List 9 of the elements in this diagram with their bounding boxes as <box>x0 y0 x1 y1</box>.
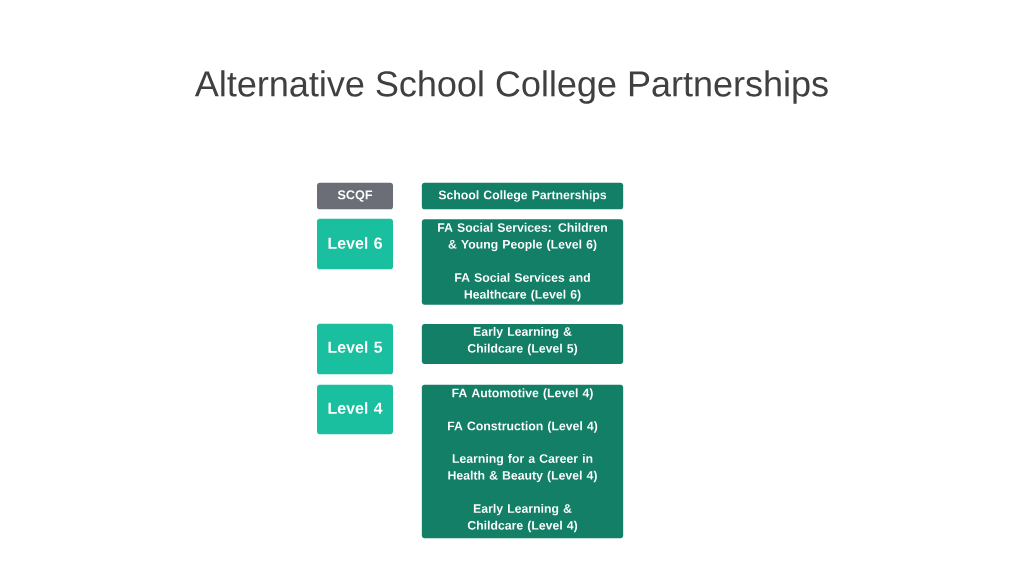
header-box: School College Partnerships <box>421 182 624 210</box>
course-box: Early Learning & Childcare (Level 5) <box>421 324 624 364</box>
course-box: FA Social Services: Children & Young People (Level 6) FA Social Services and Healthcare (Level 6) <box>421 219 624 305</box>
level-box: Level 6 <box>317 218 393 270</box>
slide-title: Alternative School College Partnerships <box>194 70 828 104</box>
level-box: Level 4 <box>317 384 393 435</box>
level-box: Level 5 <box>317 323 393 375</box>
course-box: FA Automotive (Level 4) FA Construction (Level 4) Learning for a Career in Health & Beauty (Level 4) Early Learning & Childcare (Level 4) <box>421 384 624 539</box>
header-box: SCQF <box>317 182 393 210</box>
